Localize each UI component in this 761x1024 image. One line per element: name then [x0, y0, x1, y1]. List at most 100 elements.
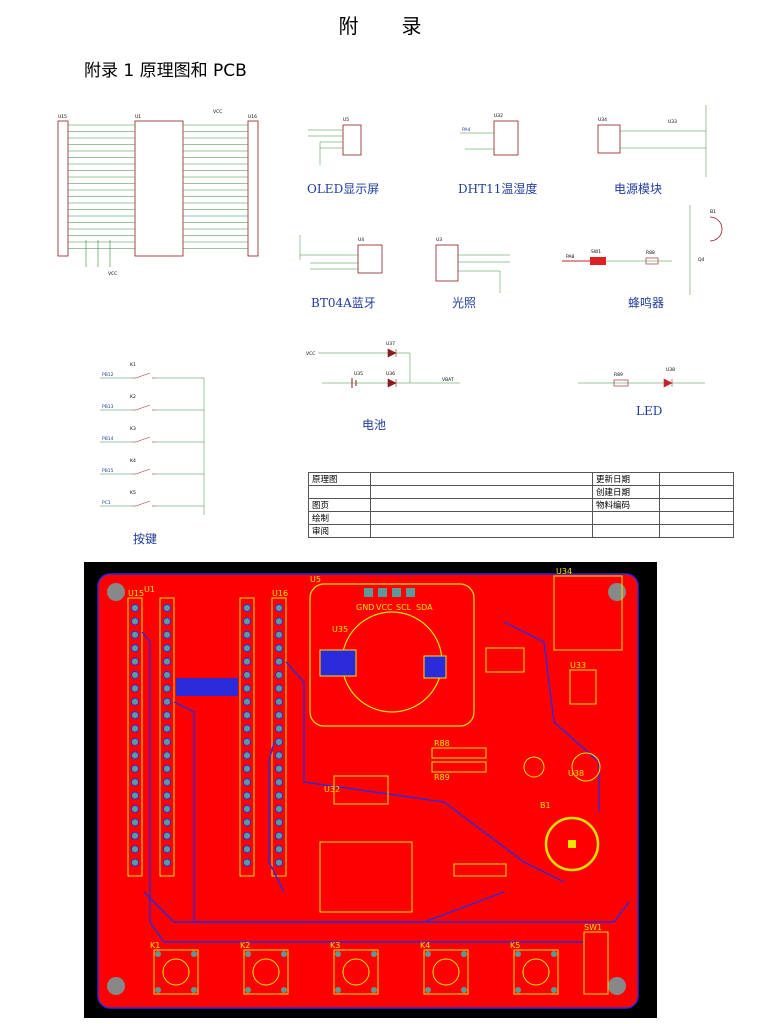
battery-block: VCC VBAT U37 U35 U36 — [306, 341, 460, 388]
header-pin — [130, 845, 140, 854]
header-pin — [274, 711, 284, 720]
oled-pad — [406, 588, 415, 597]
u36-label: U36 — [386, 371, 395, 377]
keys-caption: 按键 — [133, 532, 158, 546]
header-pin — [162, 737, 172, 747]
header-pin — [274, 751, 284, 760]
pcb-r89-label: R89 — [434, 773, 450, 782]
header-pin — [162, 644, 172, 653]
pcb-u38-label: U38 — [568, 769, 584, 778]
mounting-hole — [107, 977, 125, 995]
header-pin — [130, 804, 140, 814]
b1-label: B1 — [710, 209, 716, 215]
mcu-block: U15 U1 U16 VCC VCC — [57, 109, 259, 277]
title-block-cell — [592, 511, 660, 525]
header-pin — [274, 724, 284, 733]
header-pin — [242, 737, 252, 747]
title-block-cell — [370, 485, 593, 499]
k4-label: K4 — [130, 458, 136, 464]
title-block-cell — [659, 485, 734, 499]
header-pin — [274, 644, 284, 653]
header-pin — [274, 791, 284, 800]
title-block-cell — [370, 524, 593, 538]
title-block-cell: 审阅 — [308, 524, 371, 538]
header-pin — [242, 617, 252, 626]
pcb-b1-label: B1 — [540, 801, 551, 810]
schematic-diagram: U15 U1 U16 VCC VCC U5 PA4 U32 U34 U33 — [57, 105, 723, 515]
pcb-k1-label: K1 — [150, 941, 160, 950]
header-pin — [162, 818, 172, 827]
battery-vcc-net: VCC — [306, 351, 315, 357]
header-pin — [274, 657, 284, 666]
title-block-cell: 创建日期 — [592, 485, 660, 499]
header-pin — [130, 818, 140, 827]
keys-block: PB12 PB13 PB14 PB15 PC1 K1 K2 K3 K4 K5 — [100, 362, 205, 515]
mounting-hole — [608, 977, 626, 995]
key1-net: PB12 — [102, 372, 114, 378]
k2-label: K2 — [130, 394, 136, 400]
header-pin — [242, 644, 252, 653]
title-block-cell — [659, 472, 734, 486]
bluetooth-module: U4 — [299, 235, 383, 274]
pcb-key-footprint — [513, 949, 559, 995]
u32-label: U32 — [494, 113, 503, 119]
pcb-u34-label: U34 — [556, 567, 572, 576]
header-pin — [274, 831, 284, 840]
header-pin — [162, 711, 172, 720]
header-pin — [274, 603, 284, 613]
title-block-cell: 图页 — [308, 498, 371, 512]
pcb-vcc-label: VCC — [376, 603, 393, 612]
mounting-hole — [107, 583, 125, 601]
u1-label: U1 — [135, 114, 141, 120]
header-pin — [130, 684, 140, 693]
vcc-net-label: VCC — [213, 109, 222, 115]
header-pin — [242, 778, 252, 787]
title-block-cell: 更新日期 — [592, 472, 660, 486]
key3-net: PB14 — [102, 436, 114, 442]
header-pin — [242, 845, 252, 854]
key4-net: PB15 — [102, 468, 114, 474]
led-caption: LED — [636, 404, 663, 418]
dht11-caption: DHT11温湿度 — [458, 182, 538, 196]
header-pin — [242, 630, 252, 639]
u33-label: U33 — [668, 119, 677, 125]
pcb-sda-label: SDA — [416, 603, 433, 612]
header-pin — [242, 804, 252, 814]
header-pin — [242, 724, 252, 733]
u5-label: U5 — [343, 117, 349, 123]
header-pin — [130, 778, 140, 787]
k1-label: K1 — [130, 362, 136, 368]
pcb-scl-label: SCL — [396, 603, 412, 612]
header-pin — [162, 603, 172, 613]
header-pin — [130, 764, 140, 773]
pcb-k4-label: K4 — [420, 941, 430, 950]
header-pin — [242, 603, 252, 613]
title-block-cell: 绘制 — [308, 511, 371, 525]
oled-pad — [364, 588, 373, 597]
header-pin — [242, 657, 252, 666]
appendix-heading: 附录 1 原理图和 PCB — [84, 61, 247, 81]
sw1-label: SW1 — [591, 249, 601, 255]
r89-label: R89 — [614, 372, 623, 378]
header-pin — [162, 845, 172, 854]
title-block-row: 绘制 — [308, 511, 734, 525]
header-pin — [274, 630, 284, 639]
title-block-cell — [370, 511, 593, 525]
pcb-u33-label: U33 — [570, 661, 586, 670]
header-pin — [274, 737, 284, 747]
header-pin — [274, 670, 284, 680]
pcb-sw1-label: SW1 — [584, 923, 602, 932]
header-pin — [162, 831, 172, 840]
u3-label: U3 — [436, 237, 442, 243]
header-pin — [162, 630, 172, 639]
vbat-net: VBAT — [442, 377, 454, 383]
header-pin — [242, 670, 252, 680]
header-pin — [242, 831, 252, 840]
key5-net: PC1 — [102, 500, 111, 506]
title-block-cell — [370, 472, 593, 486]
pcb-key-footprint — [423, 949, 469, 995]
header-pin — [130, 644, 140, 653]
header-pin — [130, 697, 140, 706]
title-block-cell — [659, 498, 734, 512]
header-pin — [242, 751, 252, 760]
